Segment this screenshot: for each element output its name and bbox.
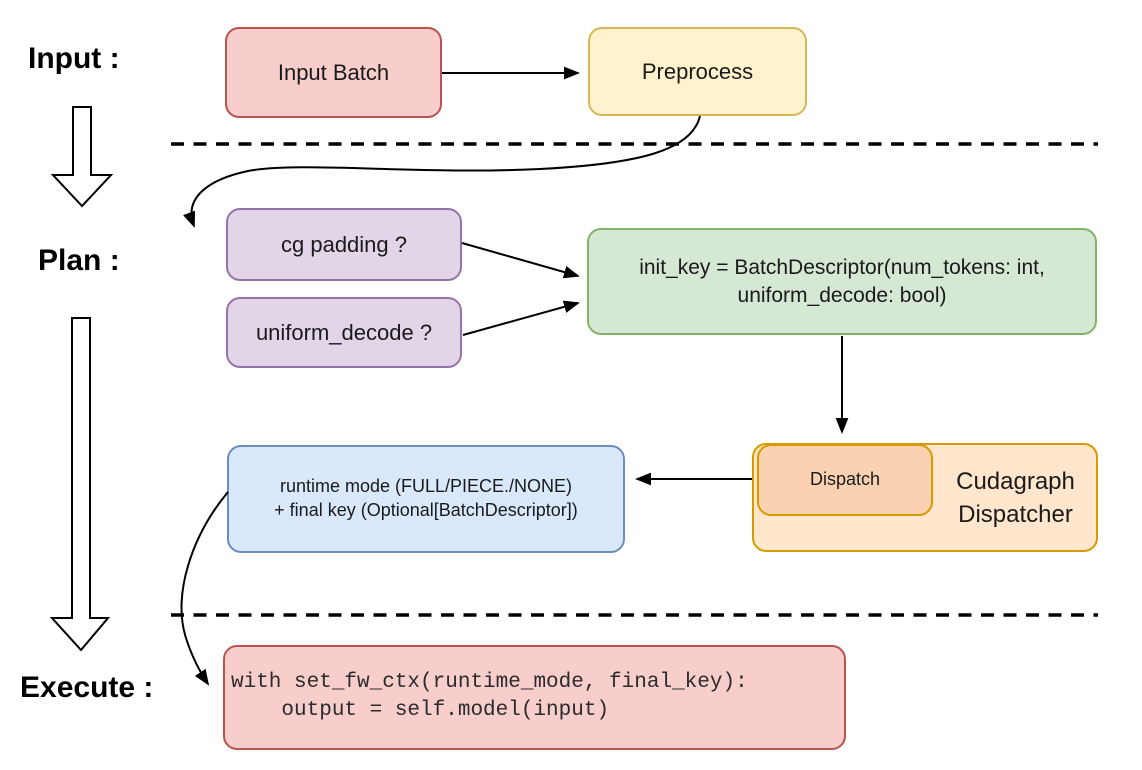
stage-label-execute: Execute : (20, 671, 154, 704)
node-uniform-decode: uniform_decode ? (226, 297, 462, 368)
node-runtime-mode: runtime mode (FULL/PIECE./NONE) + final … (227, 445, 625, 553)
node-input-batch: Input Batch (225, 27, 442, 118)
block-arrow-plan-to-execute (49, 317, 111, 652)
node-runtime-mode-line2: + final key (Optional[BatchDescriptor]) (274, 500, 578, 520)
node-dispatch: Dispatch (757, 444, 933, 516)
execute-code-line2: output = self.model(input) (231, 699, 610, 722)
node-init-key-line1: init_key = BatchDescriptor(num_tokens: i… (639, 255, 1045, 279)
node-cudagraph-dispatcher-label: Cudagraph Dispatcher (933, 443, 1098, 552)
stage-label-input: Input : (28, 42, 120, 75)
cudagraph-label-line2: Dispatcher (958, 500, 1073, 528)
cudagraph-label-line1: Cudagraph (956, 467, 1075, 495)
node-init-key-line2: uniform_decode: bool) (737, 283, 947, 307)
node-preprocess: Preprocess (588, 27, 807, 116)
node-cg-padding: cg padding ? (226, 208, 462, 281)
node-init-key: init_key = BatchDescriptor(num_tokens: i… (587, 228, 1097, 335)
block-arrow-input-to-plan (50, 106, 114, 208)
arrow-uniform-decode-to-init-key (462, 300, 580, 336)
stage-label-plan: Plan : (38, 244, 120, 277)
execute-code-line1: with set_fw_ctx(runtime_mode, final_key)… (231, 671, 748, 694)
arrow-cg-padding-to-init-key (461, 242, 580, 279)
arrow-runtime-mode-to-execute-code (180, 491, 229, 686)
node-execute-code: with set_fw_ctx(runtime_mode, final_key)… (223, 645, 846, 750)
node-runtime-mode-line1: runtime mode (FULL/PIECE./NONE) (279, 476, 573, 497)
